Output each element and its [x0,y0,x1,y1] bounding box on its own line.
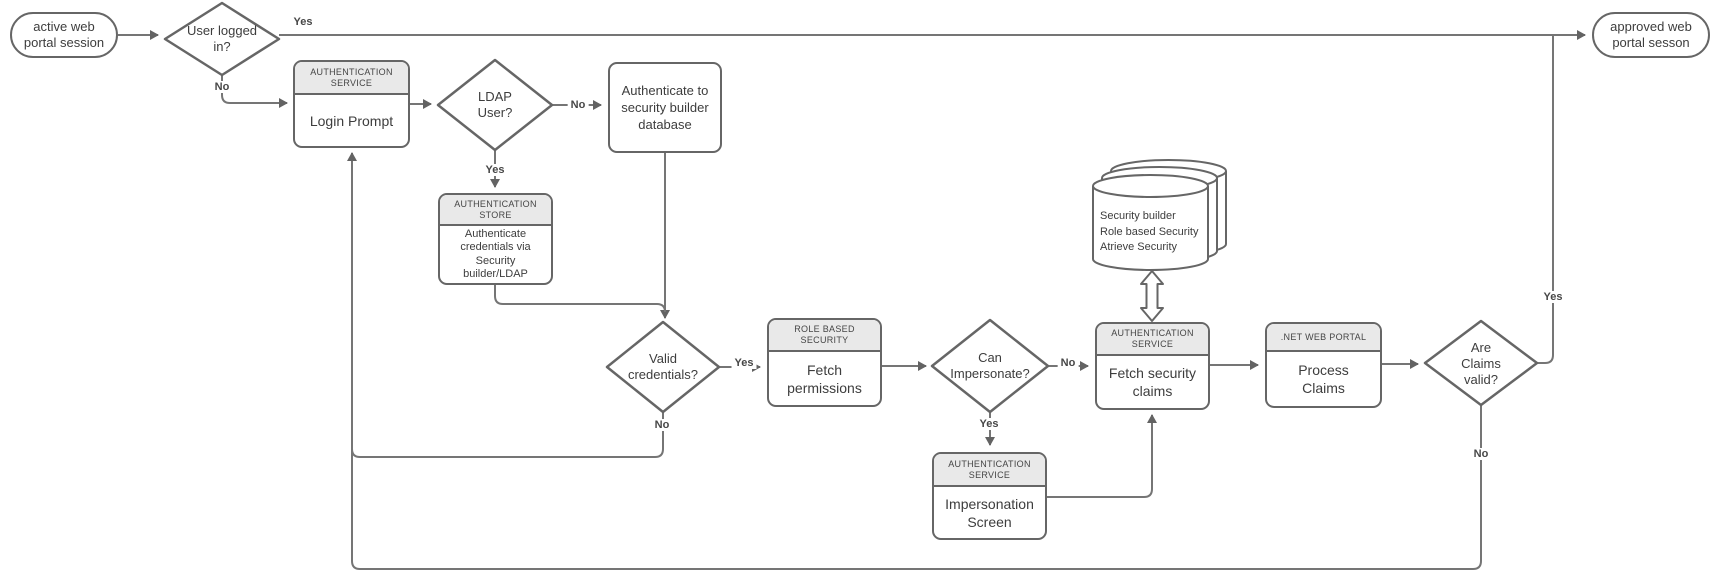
terminator-end-text: approved web portal sesson [1610,19,1692,50]
connector-claims-no-return [347,152,1482,570]
terminator-start-text: active web portal session [23,19,105,50]
double-arrow-datastore-link [1140,270,1164,322]
terminator-start: active web portal session [10,12,118,58]
terminator-end: approved web portal sesson [1592,12,1710,58]
process-process-claims-body: Process Claims [1298,362,1349,396]
process-fetch-claims-body: Fetch security claims [1108,365,1197,399]
process-impersonation-screen: AUTHENTICATION SERVICE Impersonation Scr… [932,452,1047,540]
process-impersonation-screen-body: Impersonation Screen [945,495,1034,530]
label-claims-yes: Yes [1540,291,1566,303]
decision-claims-valid-shape [1423,319,1539,407]
label-valid-no: No [651,419,673,431]
connector-impscreen-to-claims [1047,414,1157,498]
decision-can-impersonate-shape [930,318,1050,414]
process-auth-db-body: Authenticate to security builder databas… [621,83,709,132]
decision-ldap-user-shape [436,58,554,152]
label-ldap-no: No [567,99,589,111]
label-user-yes: Yes [290,16,316,28]
process-auth-store-header: AUTHENTICATION STORE [440,195,551,226]
process-impersonation-screen-header: AUTHENTICATION SERVICE [934,454,1045,487]
label-impersonate-yes: Yes [976,418,1002,430]
process-fetch-claims-header: AUTHENTICATION SERVICE [1097,324,1208,356]
label-valid-yes: Yes [731,357,757,369]
connector-store-to-valid [494,285,666,313]
process-login-prompt-body: Login Prompt [309,112,394,129]
decision-user-logged-in-shape [163,1,281,77]
process-fetch-claims: AUTHENTICATION SERVICE Fetch security cl… [1095,322,1210,410]
connector-valid-no [351,412,664,458]
process-auth-store: AUTHENTICATION STORE Authenticate creden… [438,193,553,285]
process-auth-store-body: Authenticate credentials via Security bu… [460,227,531,281]
process-fetch-permissions: ROLE BASED SECURITY Fetch permissions [767,318,882,407]
label-impersonate-no: No [1057,357,1079,369]
process-process-claims-header: .NET WEB PORTAL [1267,324,1380,352]
process-fetch-permissions-body: Fetch permissions [787,361,862,396]
label-claims-no: No [1470,448,1492,460]
label-user-no: No [211,81,233,93]
process-fetch-permissions-header: ROLE BASED SECURITY [769,320,880,352]
process-process-claims: .NET WEB PORTAL Process Claims [1265,322,1382,408]
process-login-prompt-header: AUTHENTICATION SERVICE [295,62,408,95]
connector-claims-yes [1537,36,1554,364]
datastore-cylinder [1092,159,1227,271]
connector-user-no [221,75,288,108]
label-ldap-yes: Yes [482,164,508,176]
process-auth-db: Authenticate to security builder databas… [608,62,722,153]
process-login-prompt: AUTHENTICATION SERVICE Login Prompt [293,60,410,148]
decision-valid-credentials-shape [605,320,721,414]
